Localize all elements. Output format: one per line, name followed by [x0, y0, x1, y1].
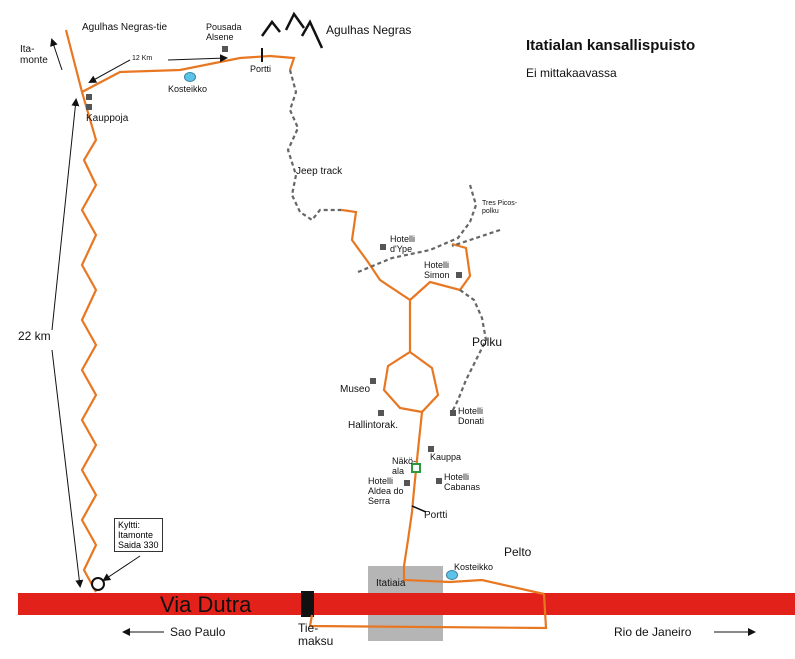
distance-12-label: 12 Km [132, 55, 153, 62]
map-subtitle: Ei mittakaavassa [526, 66, 617, 80]
building-icon [86, 94, 92, 100]
agulhas-road [81, 54, 296, 93]
lake-icon [446, 570, 458, 580]
pousada-label: Pousada Alsene [206, 22, 242, 42]
toll-booth-icon [301, 591, 314, 617]
building-icon [428, 446, 434, 452]
kosteikko-top-label: Kosteikko [168, 84, 208, 94]
park-trail-loop [382, 350, 440, 414]
itamonte-label: Ita- monte [20, 44, 48, 66]
highway-via-dutra [18, 593, 795, 615]
lake-icon [184, 72, 196, 82]
polku-label: Polku [472, 335, 503, 349]
sign-box: Kyltti: Itamonte Saida 330 [114, 518, 163, 552]
viewpoint-icon [411, 463, 421, 473]
tres-picos-path [357, 184, 478, 274]
itamonte-arrow [50, 38, 63, 71]
distance-22-arrow-down [51, 349, 84, 588]
park-trail [341, 208, 412, 352]
itatiaia-label: Itatiaia [376, 578, 406, 589]
sign-arrow [102, 555, 141, 582]
hallintorak-label: Hallintorak. [348, 420, 399, 431]
building-icon [436, 478, 442, 484]
agulhas-peak-label: Agulhas Negras [326, 23, 412, 37]
building-icon [380, 244, 386, 250]
kosteikko-bottom-label: Kosteikko [454, 562, 494, 572]
hotelli-aldea-label: Hotelli Aldea do Serra [368, 476, 404, 506]
polku-path [451, 289, 488, 413]
building-icon [222, 46, 228, 52]
gate-bottom-label: Portti [424, 510, 448, 521]
park-trail-branch [409, 242, 472, 301]
building-icon [456, 272, 462, 278]
tiemaksu-label: Tie- maksu [298, 621, 334, 648]
pelto-label: Pelto [504, 545, 532, 559]
building-icon [86, 104, 92, 110]
museo-label: Museo [340, 384, 371, 395]
hotelli-ype-label: Hotelli d'Ype [390, 234, 416, 254]
kauppoja-label: Kauppoja [86, 113, 129, 124]
distance-22-label: 22 km [18, 329, 51, 343]
rio-label: Rio de Janeiro [614, 625, 692, 639]
building-icon [450, 410, 456, 416]
gate-top-label: Portti [250, 64, 272, 74]
hotelli-simon-label: Hotelli Simon [424, 260, 450, 280]
town-loop-road [308, 593, 548, 630]
kauppa-label: Kauppa [430, 452, 462, 462]
jeep-track-label: Jeep track [296, 166, 343, 177]
distance-22-arrow-up [51, 98, 80, 331]
hotelli-donati-label: Hotelli Donati [458, 406, 485, 426]
tres-picos-label: Tres Picos- polku [482, 200, 518, 215]
via-dutra-label: Via Dutra [160, 592, 252, 617]
agulhas-road-label: Agulhas Negras-tie [82, 22, 168, 33]
hotelli-cabanas-label: Hotelli Cabanas [444, 472, 481, 492]
tres-picos-path-2 [451, 228, 501, 248]
building-icon [370, 378, 376, 384]
junction-circle-icon [91, 577, 105, 591]
gate-bottom-mark [411, 505, 427, 513]
nakoala-label: Näkö- ala [392, 456, 417, 476]
sao-paulo-label: Sao Paulo [170, 625, 226, 639]
building-icon [378, 410, 384, 416]
building-icon [404, 480, 410, 486]
distance-12-arrow-right [167, 54, 228, 63]
jeep-track [286, 69, 342, 222]
distance-12-arrow [88, 59, 131, 83]
mountain-icon [260, 11, 324, 49]
map-title: Itatialan kansallispuisto [526, 37, 696, 54]
left-road [64, 29, 98, 593]
